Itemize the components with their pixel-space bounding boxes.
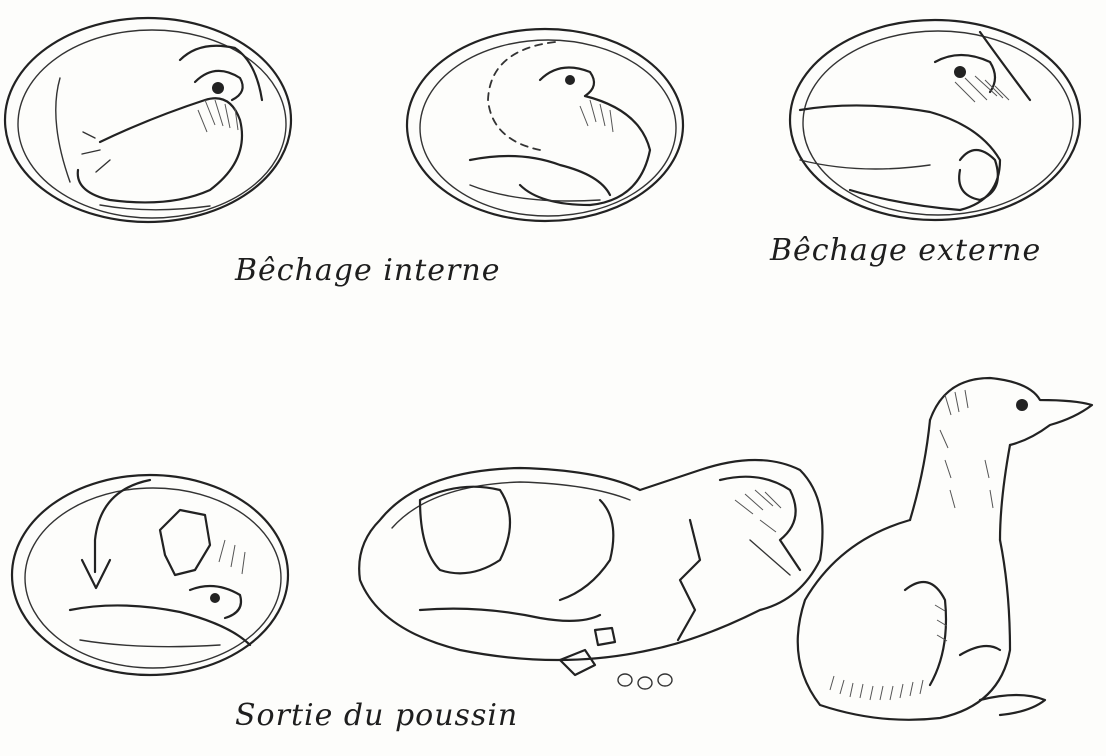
egg-internal-pipping-stage-1	[5, 18, 291, 222]
egg-internal-pipping-stage-2	[407, 29, 683, 221]
ostrich-chick-hatched	[798, 378, 1092, 720]
caption-external-pipping: Bêchage externe	[769, 233, 1041, 268]
caption-internal-pipping: Bêchage interne	[234, 253, 500, 288]
egg-exit-stage-1	[12, 475, 288, 675]
caption-chick-exit: Sortie du poussin	[235, 698, 518, 733]
egg-exit-stage-2	[359, 460, 822, 689]
egg-external-pipping	[790, 20, 1080, 220]
